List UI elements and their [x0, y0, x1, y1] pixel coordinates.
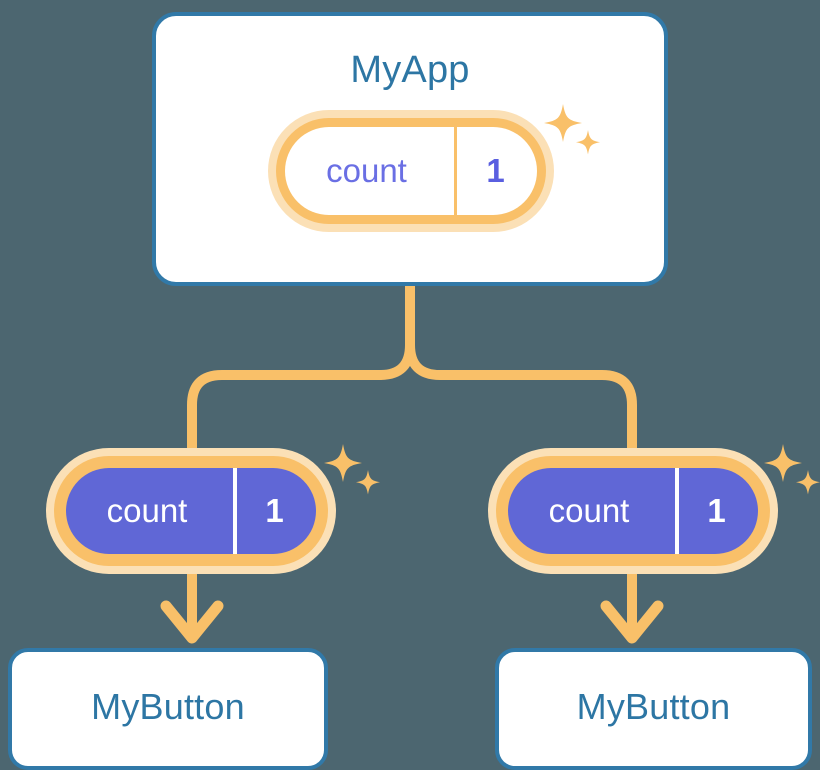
right-state-pill[interactable]: count 1 [508, 468, 758, 554]
sparkle-decoration-root [536, 100, 606, 175]
root-state-value: 1 [486, 152, 505, 189]
sparkle-star-small [356, 470, 380, 495]
component-title-mybutton-right: MyButton [576, 686, 731, 727]
left-state-key: count [66, 468, 237, 554]
right-state-key: count [508, 468, 679, 554]
component-card-mybutton-right[interactable]: MyButton [495, 648, 812, 770]
component-card-mybutton-left[interactable]: MyButton [8, 648, 328, 770]
sparkle-star-large [324, 444, 362, 482]
left-state-value: 1 [265, 492, 284, 529]
left-branch-line [187, 344, 415, 470]
component-title-mybutton-left: MyButton [91, 686, 245, 727]
sparkle-decoration-left [316, 440, 386, 515]
sparkle-star-large [544, 104, 582, 142]
sparkle-star-small [796, 470, 820, 495]
sparkle-decoration-right [756, 440, 820, 515]
sparkle-star-large [764, 444, 802, 482]
sparkle-star-small [576, 130, 600, 155]
right-branch-line [405, 344, 637, 470]
right-state-value: 1 [707, 492, 726, 529]
root-state-key: count [285, 127, 457, 215]
root-state-pill[interactable]: count 1 [285, 127, 537, 215]
left-state-pill[interactable]: count 1 [66, 468, 316, 554]
component-title-myapp: MyApp [350, 49, 470, 91]
